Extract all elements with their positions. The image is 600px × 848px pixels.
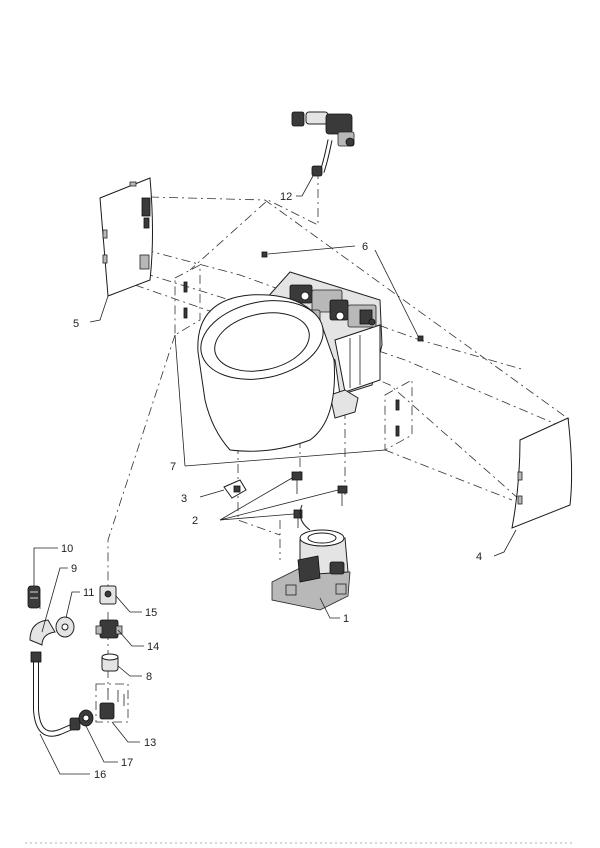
callout-13: 13 — [144, 737, 156, 749]
callout-labels: 1 2 3 4 5 6 7 8 9 10 11 12 13 14 15 16 1… — [61, 191, 482, 781]
bracket-part — [223, 479, 247, 499]
callout-7: 7 — [170, 461, 176, 473]
mounting-bolts — [291, 471, 348, 528]
flush-hose-parts — [27, 585, 81, 737]
callout-12: 12 — [280, 191, 292, 203]
toilet-bowl — [197, 271, 383, 452]
callout-2: 2 — [192, 515, 198, 527]
callout-10: 10 — [61, 543, 73, 555]
callout-15: 15 — [145, 607, 157, 619]
callout-14: 14 — [147, 641, 159, 653]
leader-lines — [33, 175, 517, 775]
assembly-lines — [39, 170, 571, 690]
panel-clips — [183, 281, 400, 437]
callout-9: 9 — [71, 563, 77, 575]
callout-5: 5 — [73, 318, 79, 330]
side-panel-left — [99, 177, 153, 297]
callout-6: 6 — [362, 241, 368, 253]
callout-3: 3 — [181, 493, 187, 505]
callout-16: 16 — [94, 769, 106, 781]
side-panel-right — [511, 417, 573, 529]
callout-17: 17 — [121, 757, 133, 769]
callout-1: 1 — [343, 613, 349, 625]
valve-hose-assembly — [278, 111, 355, 180]
clip-parts — [261, 251, 424, 342]
valve-connector-parts — [78, 585, 129, 727]
callout-8: 8 — [146, 671, 152, 683]
pump-base-unit — [271, 504, 351, 611]
callout-11: 11 — [83, 587, 94, 599]
callout-4: 4 — [476, 551, 482, 563]
